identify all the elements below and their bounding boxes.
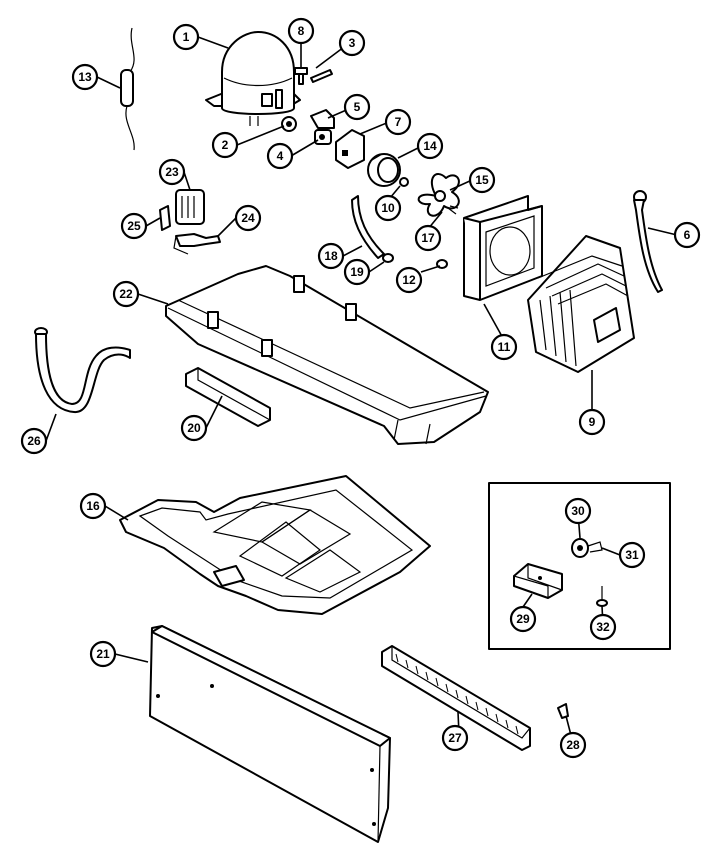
callout-label: 19 [350,265,364,279]
drain-hose-part [34,327,131,414]
callout-label: 26 [27,434,41,448]
compressor-part [205,31,301,126]
callout-label: 16 [86,499,100,513]
control-board-part [513,563,563,599]
knob-part [571,538,603,558]
fan-shroud-part [463,195,543,301]
callout-12: 12 [395,266,423,294]
fan-blade-part [417,173,460,217]
fan-bracket-part [351,195,385,259]
grille-part [381,645,531,751]
callout-9: 9 [578,408,606,436]
capacitor-part [175,189,205,225]
callout-label: 13 [78,70,92,84]
callout-7: 7 [384,108,412,136]
callout-27: 27 [441,724,469,752]
callout-label: 22 [119,287,133,301]
access-panel-part [149,625,391,843]
callout-6: 6 [673,221,701,249]
callout-18: 18 [317,242,345,270]
clip-part [557,703,569,719]
callout-5: 5 [343,93,371,121]
callout-29: 29 [509,605,537,633]
callout-31: 31 [618,541,646,569]
drain-tube-part [633,190,663,293]
callout-25: 25 [120,212,148,240]
callout-17: 17 [414,224,442,252]
pin-part [310,69,333,83]
callout-21: 21 [89,640,117,668]
callout-4: 4 [266,142,294,170]
callout-label: 11 [498,340,511,354]
callout-24: 24 [234,204,262,232]
capacitor-bracket-part [159,205,171,231]
drier-tube-part [120,27,135,151]
callout-label: 21 [96,647,110,661]
callout-16: 16 [79,492,107,520]
callout-label: 29 [516,612,530,626]
callout-1: 1 [172,23,200,51]
strip-part [185,367,271,427]
callout-2: 2 [211,131,239,159]
callout-label: 31 [625,548,639,562]
callout-label: 1 [183,30,190,44]
callout-22: 22 [112,280,140,308]
callout-30: 30 [564,497,592,525]
callout-label: 9 [589,415,596,429]
callout-label: 12 [402,273,416,287]
callout-label: 4 [277,149,284,163]
screw-part [382,253,394,263]
condenser-part [527,235,635,373]
callout-15: 15 [468,166,496,194]
callout-11: 11 [490,333,518,361]
callout-23: 23 [158,158,186,186]
callout-28: 28 [559,731,587,759]
callout-label: 3 [349,36,356,50]
callout-label: 10 [381,201,395,215]
callout-14: 14 [416,132,444,160]
callout-label: 28 [566,738,580,752]
callout-label: 7 [395,115,402,129]
callout-32: 32 [589,613,617,641]
base-plate-part [165,265,489,445]
callout-19: 19 [343,258,371,286]
callout-label: 20 [187,421,201,435]
wire-harness-part [173,233,221,255]
start-relay-part [335,129,365,169]
callout-label: 27 [448,731,462,745]
relay-part [310,109,335,129]
callout-3: 3 [338,29,366,57]
callout-label: 5 [354,100,361,114]
callout-label: 24 [241,211,255,225]
fan-motor-part [367,153,401,187]
callout-20: 20 [180,414,208,442]
callout-label: 17 [421,231,435,245]
callout-label: 14 [423,139,437,153]
callout-label: 32 [596,620,610,634]
callout-10: 10 [374,194,402,222]
overload-part [314,129,332,145]
drain-pan-part [119,475,431,615]
callout-label: 15 [475,173,489,187]
callout-label: 18 [324,249,338,263]
callout-8: 8 [287,17,315,45]
callout-label: 30 [571,504,585,518]
callout-label: 8 [298,24,305,38]
bolt-part [294,67,308,85]
callout-26: 26 [20,427,48,455]
grommet-part [281,116,297,132]
callout-label: 23 [165,165,179,179]
callout-label: 25 [127,219,141,233]
callout-13: 13 [71,63,99,91]
callout-label: 6 [684,228,691,242]
callout-label: 2 [222,138,229,152]
fan-clip-part [399,177,409,187]
